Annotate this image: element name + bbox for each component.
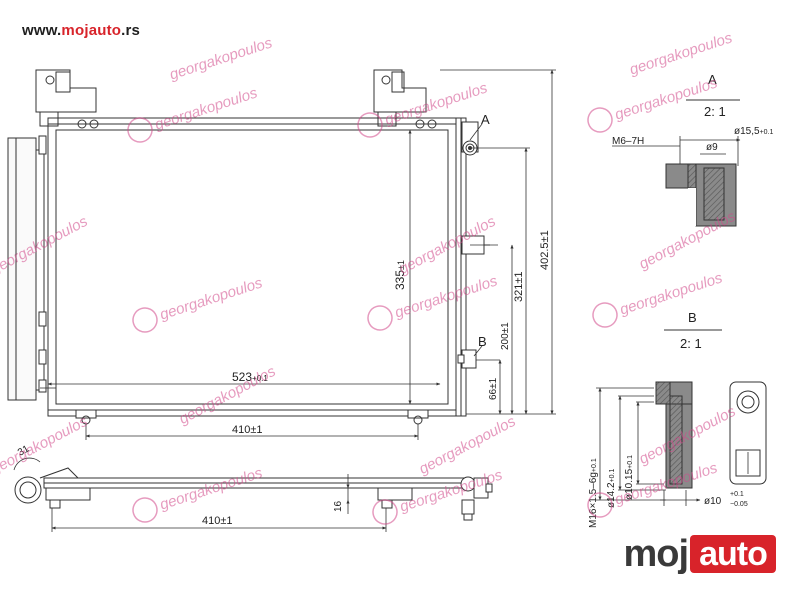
site-url-prefix: www. <box>22 22 62 39</box>
marker-b: B <box>478 334 487 349</box>
logo-part-moj: moj <box>623 533 689 575</box>
detail-b: B 2: 1 M16 <box>588 310 767 528</box>
detail-b-dia-10-tol-up: +0.1 <box>730 491 744 498</box>
front-view <box>7 69 490 425</box>
svg-text:georgakopoulos: georgakopoulos <box>158 274 265 323</box>
dim-bottom-spacing: 410±1 <box>202 515 233 527</box>
front-view-labels: 523+0.1 335±1 410±1 66±1 200±1 321±1 402… <box>232 112 551 436</box>
svg-text:georgakopoulos: georgakopoulos <box>636 208 739 273</box>
detail-a-title: A <box>708 72 717 87</box>
svg-text:georgakopoulos: georgakopoulos <box>618 269 725 318</box>
svg-text:georgakopoulos: georgakopoulos <box>168 34 275 83</box>
watermark-6: georgakopoulos <box>592 269 725 328</box>
watermark-4: georgakopoulos <box>132 274 265 333</box>
svg-text:georgakopoulos: georgakopoulos <box>158 464 265 513</box>
fitting-b <box>457 349 477 369</box>
watermark-7: georgakopoulos <box>132 464 265 523</box>
svg-text:georgakopoulos: georgakopoulos <box>0 413 91 478</box>
watermark-17: georgakopoulos <box>416 413 519 478</box>
detail-a-section <box>665 163 737 227</box>
bottom-view-labels: 410±1 16 31 <box>16 443 344 527</box>
logo-part-auto: auto <box>690 535 776 573</box>
watermark-15: georgakopoulos <box>636 208 739 273</box>
dim-width-label: 523+0.1 <box>232 370 268 384</box>
detail-a-scale: 2: 1 <box>704 104 726 119</box>
site-url-suffix: .rs <box>121 22 141 39</box>
svg-text:georgakopoulos: georgakopoulos <box>416 413 519 478</box>
bottom-view-dimensions <box>13 457 387 532</box>
detail-b-dia-10: ø10 <box>704 496 722 507</box>
detail-b-thread: M16×1.5–6g+0.1 <box>588 458 599 528</box>
svg-text:georgakopoulos: georgakopoulos <box>628 29 735 78</box>
dim-200: 200±1 <box>500 322 511 350</box>
dim-height-label: 335±1 <box>393 260 407 290</box>
dim-depth: 16 <box>333 500 344 512</box>
watermarks: georgakopoulos georgakopoulos georgakopo… <box>0 29 739 525</box>
dim-402: 402.5±1 <box>539 230 551 270</box>
watermark-12: georgakopoulos <box>168 34 275 83</box>
detail-a-dia-outer: ø15,5+0.1 <box>734 126 774 137</box>
dim-66: 66±1 <box>488 377 499 400</box>
dim-mount-spacing: 410±1 <box>232 424 263 436</box>
svg-text:georgakopoulos: georgakopoulos <box>176 363 279 428</box>
site-url-brand: mojauto <box>61 22 122 39</box>
watermark-5: georgakopoulos <box>367 272 500 331</box>
watermark-11: georgakopoulos <box>0 413 91 478</box>
detail-a-thread: M6–7H <box>612 136 644 147</box>
left-tank <box>7 137 37 401</box>
detail-b-title: B <box>688 310 697 325</box>
top-bracket-left <box>35 69 97 127</box>
dim-321: 321±1 <box>513 271 525 302</box>
top-bracket-right <box>373 69 427 127</box>
dim-angle: 31 <box>16 443 32 458</box>
fitting-a <box>461 121 479 156</box>
mojauto-logo[interactable]: moj auto <box>620 531 776 577</box>
detail-b-scale: 2: 1 <box>680 336 702 351</box>
watermark-1: georgakopoulos <box>127 84 260 143</box>
detail-a: A 2: 1 M6–7H ø15,5+0.1 ø9 <box>612 72 774 227</box>
detail-b-dia-1015: ø10.15+0.1 <box>624 455 635 500</box>
svg-text:georgakopoulos: georgakopoulos <box>393 272 500 321</box>
watermark-16: georgakopoulos <box>176 363 279 428</box>
detail-b-dia-142: ø14.2+0.1 <box>606 468 617 508</box>
detail-a-dia-inner: ø9 <box>706 142 718 153</box>
site-url[interactable]: www.mojauto.rs <box>22 22 140 39</box>
detail-b-side <box>729 381 767 485</box>
watermark-13: georgakopoulos <box>628 29 735 78</box>
watermark-3: georgakopoulos <box>587 74 720 133</box>
front-view-dimensions <box>40 69 556 440</box>
detail-b-section <box>655 381 693 489</box>
marker-a: A <box>481 112 490 127</box>
svg-text:georgakopoulos: georgakopoulos <box>153 84 260 133</box>
bottom-view <box>14 467 493 521</box>
detail-b-dia-10-tol-down: −0.05 <box>730 501 748 508</box>
